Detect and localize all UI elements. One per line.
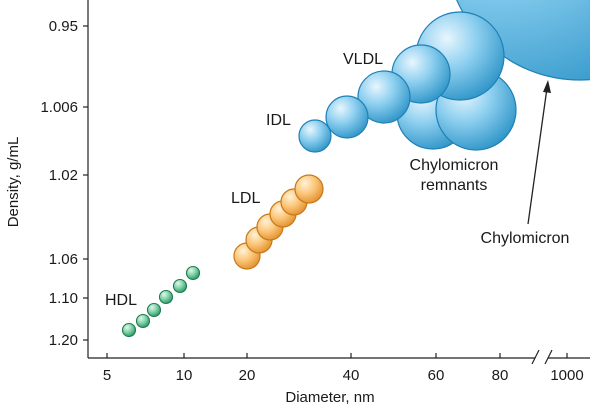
hdl-particle bbox=[135, 313, 151, 329]
x-tick-label: 1000 bbox=[550, 367, 583, 384]
x-tick-label: 60 bbox=[428, 367, 445, 384]
axis-break-mark bbox=[531, 349, 540, 365]
hdl-particle bbox=[185, 265, 201, 281]
x-tick-label: 10 bbox=[176, 367, 193, 384]
hdl-particle bbox=[146, 302, 162, 318]
y-tick-label: 1.06 bbox=[49, 251, 78, 268]
hdl-label: HDL bbox=[105, 292, 137, 309]
ldl-particles bbox=[233, 174, 324, 270]
axes bbox=[83, 0, 590, 365]
y-tick-label: 1.006 bbox=[40, 99, 78, 116]
y-tick-label: 1.02 bbox=[49, 167, 78, 184]
y-tick-labels: 0.95 1.006 1.02 1.06 1.10 1.20 bbox=[40, 18, 78, 349]
idl-label: IDL bbox=[266, 112, 291, 129]
x-tick-labels: 5 10 20 40 60 80 1000 bbox=[103, 367, 584, 384]
hdl-particle bbox=[172, 278, 188, 294]
chylomicron-label: Chylomicron bbox=[481, 230, 570, 247]
ldl-particle bbox=[294, 174, 324, 204]
idl-particle bbox=[298, 119, 332, 153]
chylomicron-remnants-label-line1: Chylomicron bbox=[410, 157, 499, 174]
chylomicron-particle bbox=[456, 0, 590, 81]
x-tick-label: 80 bbox=[492, 367, 509, 384]
axis-break-mark bbox=[544, 349, 553, 365]
hdl-particle bbox=[121, 322, 137, 338]
vldl-label: VLDL bbox=[343, 51, 383, 68]
vldl-particles bbox=[298, 11, 517, 153]
ldl-label: LDL bbox=[231, 190, 260, 207]
vldl-particle bbox=[357, 70, 411, 124]
y-axis-title: Density, g/mL bbox=[5, 137, 22, 228]
x-tick-label: 20 bbox=[239, 367, 256, 384]
y-tick-label: 1.20 bbox=[49, 332, 78, 349]
x-tick-label: 40 bbox=[343, 367, 360, 384]
x-axis-title: Diameter, nm bbox=[285, 389, 374, 406]
y-tick-label: 1.10 bbox=[49, 290, 78, 307]
y-tick-label: 0.95 bbox=[49, 18, 78, 35]
hdl-particles bbox=[121, 265, 201, 338]
x-tick-label: 5 bbox=[103, 367, 111, 384]
idl-particle bbox=[325, 95, 369, 139]
chylomicron-arrow bbox=[527, 80, 551, 225]
chylomicron-remnants-label-line2: remnants bbox=[421, 177, 488, 194]
hdl-particle bbox=[158, 289, 174, 305]
